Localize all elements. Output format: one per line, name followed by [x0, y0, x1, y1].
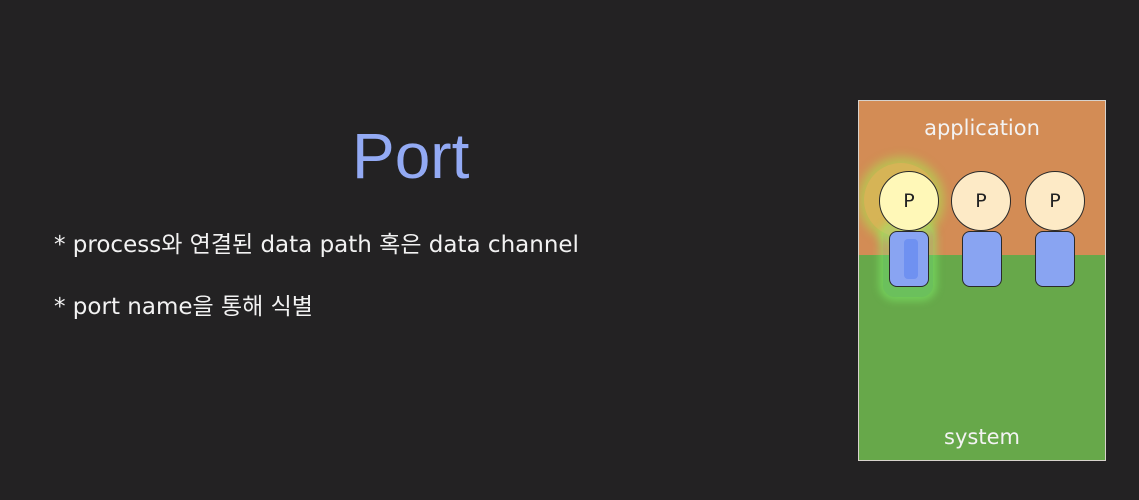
port-block	[889, 231, 929, 287]
bullet-item: * port name을 통해 식별	[54, 294, 313, 320]
application-layer-label: application	[924, 116, 1040, 140]
process-node: P	[879, 171, 939, 231]
port-diagram: application system P P P	[858, 100, 1106, 461]
port-block	[962, 231, 1002, 287]
system-layer	[859, 255, 1105, 460]
system-layer-label: system	[944, 425, 1020, 449]
process-node: P	[1025, 171, 1085, 231]
bullet-item: * process와 연결된 data path 혹은 data channel	[54, 232, 579, 258]
slide-title: Port	[352, 120, 470, 192]
port-block	[1035, 231, 1075, 287]
process-node: P	[951, 171, 1011, 231]
